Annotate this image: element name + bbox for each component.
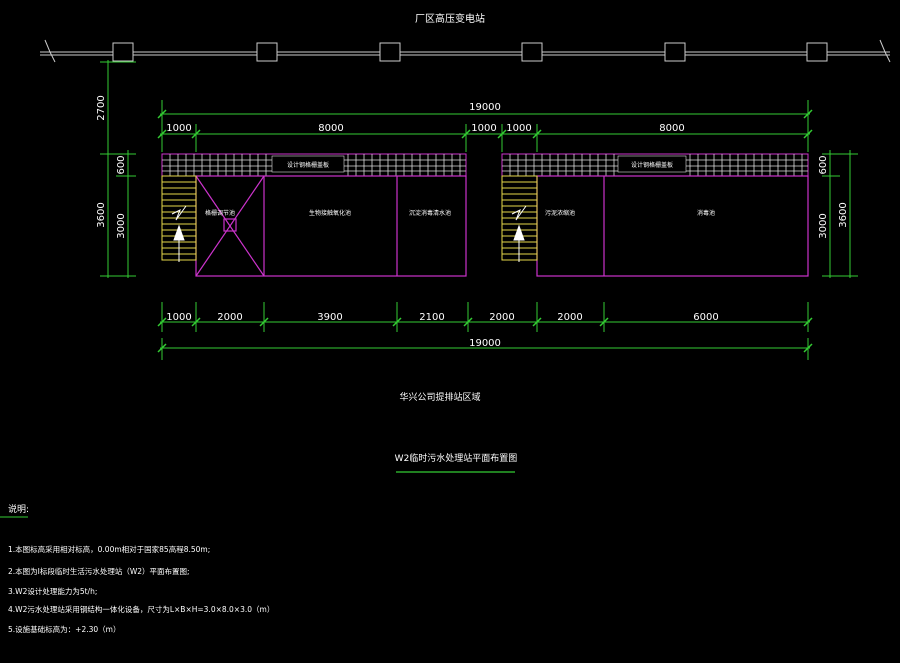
- dim-top-seg: 1000: [471, 123, 496, 134]
- dimension-ticks: [157, 109, 813, 353]
- dim-bottom-seg: 2000: [489, 312, 514, 323]
- dim-bottom-seg: 2000: [217, 312, 242, 323]
- note-item: 5.设施基础标高为：+2.30（m）: [8, 625, 121, 634]
- dim-bottom-total: 19000: [469, 338, 501, 349]
- note-item: 3.W2设计处理能力为5t/h;: [8, 587, 98, 596]
- dim-right: 600: [818, 155, 829, 174]
- note-item: 4.W2污水处理站采用钢结构一体化设备，尺寸为L×B×H=3.0×8.0×3.0…: [8, 605, 275, 614]
- dim-top-seg: 8000: [318, 123, 343, 134]
- room-label: 格栅调节池: [205, 209, 235, 217]
- dim-left: 600: [116, 155, 127, 174]
- right-unit: 设计钢格栅盖板 污泥浓缩池 消毒池: [501, 153, 809, 277]
- dim-bottom-seg: 3900: [317, 312, 342, 323]
- left-unit: 设计钢格栅盖板 格栅调节池 生物接触氧化池 沉淀消毒清水池: [161, 153, 467, 277]
- substation-label: 厂区高压变电站: [415, 12, 485, 25]
- stair-arrow-icon: [171, 205, 187, 262]
- fence-line: [40, 39, 891, 63]
- room-label: 污泥浓缩池: [545, 209, 575, 217]
- dim-top-seg: 8000: [659, 123, 684, 134]
- dim-bottom-seg: 6000: [693, 312, 718, 323]
- dim-right: 3000: [818, 213, 829, 238]
- room-label: 设计钢格栅盖板: [631, 161, 673, 169]
- dimension-lines: [100, 60, 858, 360]
- notes-heading: 说明:: [8, 505, 30, 515]
- dim-bottom-seg: 1000: [166, 312, 191, 323]
- dim-left: 3600: [96, 202, 107, 227]
- dim-top-seg: 1000: [506, 123, 531, 134]
- dim-left: 2700: [96, 95, 107, 120]
- note-item: 1.本图标高采用相对标高，0.00m相对于国家85高程8.50m;: [8, 545, 211, 554]
- room-label: 设计钢格栅盖板: [287, 161, 329, 169]
- dim-bottom-seg: 2100: [419, 312, 444, 323]
- note-item: 2.本图为Ⅰ标段临时生活污水处理站（W2）平面布置图;: [8, 567, 190, 576]
- fence-posts: [112, 42, 828, 62]
- dim-left: 3000: [116, 213, 127, 238]
- room-label: 消毒池: [697, 209, 715, 217]
- dim-bottom-seg: 2000: [557, 312, 582, 323]
- area-label: 华兴公司提排站区域: [399, 391, 480, 403]
- room-label: 生物接触氧化池: [309, 209, 351, 217]
- dim-top-seg: 1000: [166, 123, 191, 134]
- left-walls: [195, 175, 467, 277]
- drawing-title: W2临时污水处理站平面布置图: [395, 452, 518, 464]
- right-walls: [536, 175, 809, 277]
- room-label: 沉淀消毒清水池: [409, 209, 451, 217]
- dim-top-total: 19000: [469, 102, 501, 113]
- dim-right: 3600: [838, 202, 849, 227]
- stair-arrow-icon: [511, 205, 527, 262]
